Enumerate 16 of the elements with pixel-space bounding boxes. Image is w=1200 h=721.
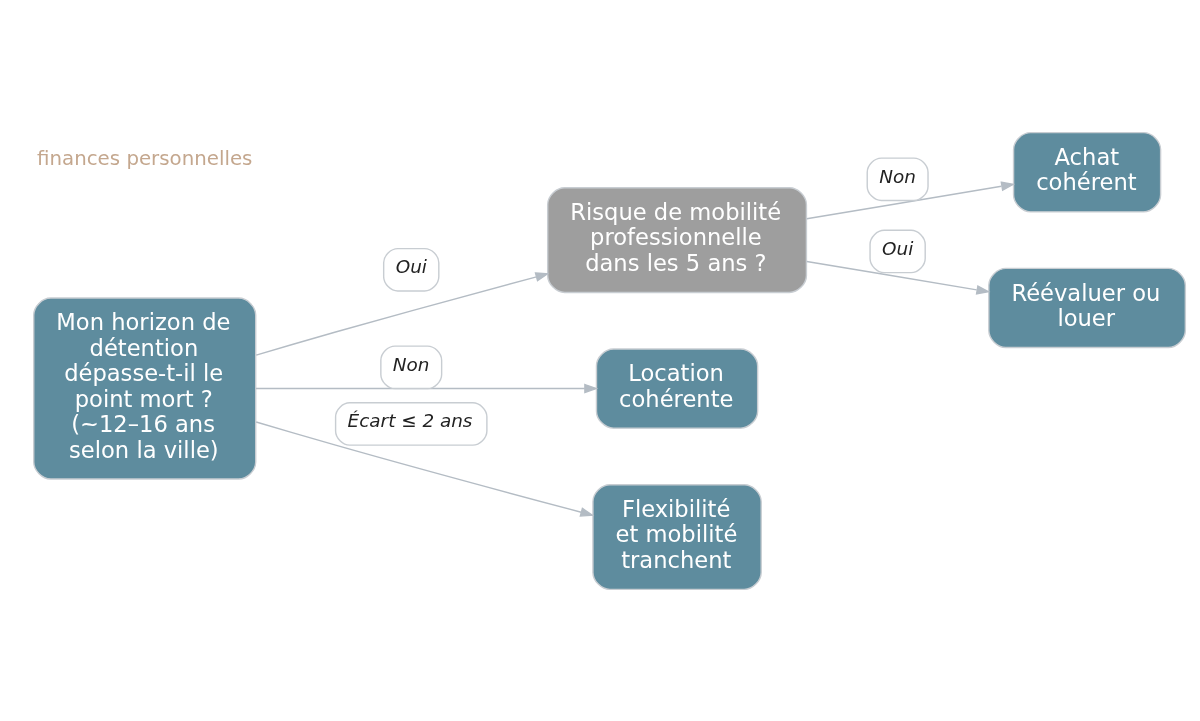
arrow bbox=[806, 180, 1016, 219]
node-box: Risque de mobilité professionnelle dans les 5 ans ? bbox=[547, 186, 808, 293]
node-box: Location cohérente bbox=[595, 347, 759, 429]
label: finances personnelles bbox=[37, 146, 253, 170]
arrow bbox=[255, 271, 550, 356]
node-box: Réévaluer ou louer bbox=[988, 267, 1187, 348]
arrow bbox=[806, 260, 991, 295]
edge-label: Non bbox=[392, 353, 430, 375]
edge-label: Écart ≤ 2 ans bbox=[347, 409, 473, 431]
arrow bbox=[255, 420, 595, 517]
edge-label: Oui bbox=[395, 255, 427, 277]
node-box: Achat cohérent bbox=[1012, 131, 1162, 213]
node-box: Flexibilité et mobilité tranchent bbox=[592, 483, 762, 590]
edge-label: Oui bbox=[882, 237, 914, 259]
node-box: Mon horizon de détention dépasse-t-il le point mort ? (~12–16 ans selon la ville) bbox=[33, 296, 257, 480]
edge-label: Non bbox=[879, 165, 916, 187]
